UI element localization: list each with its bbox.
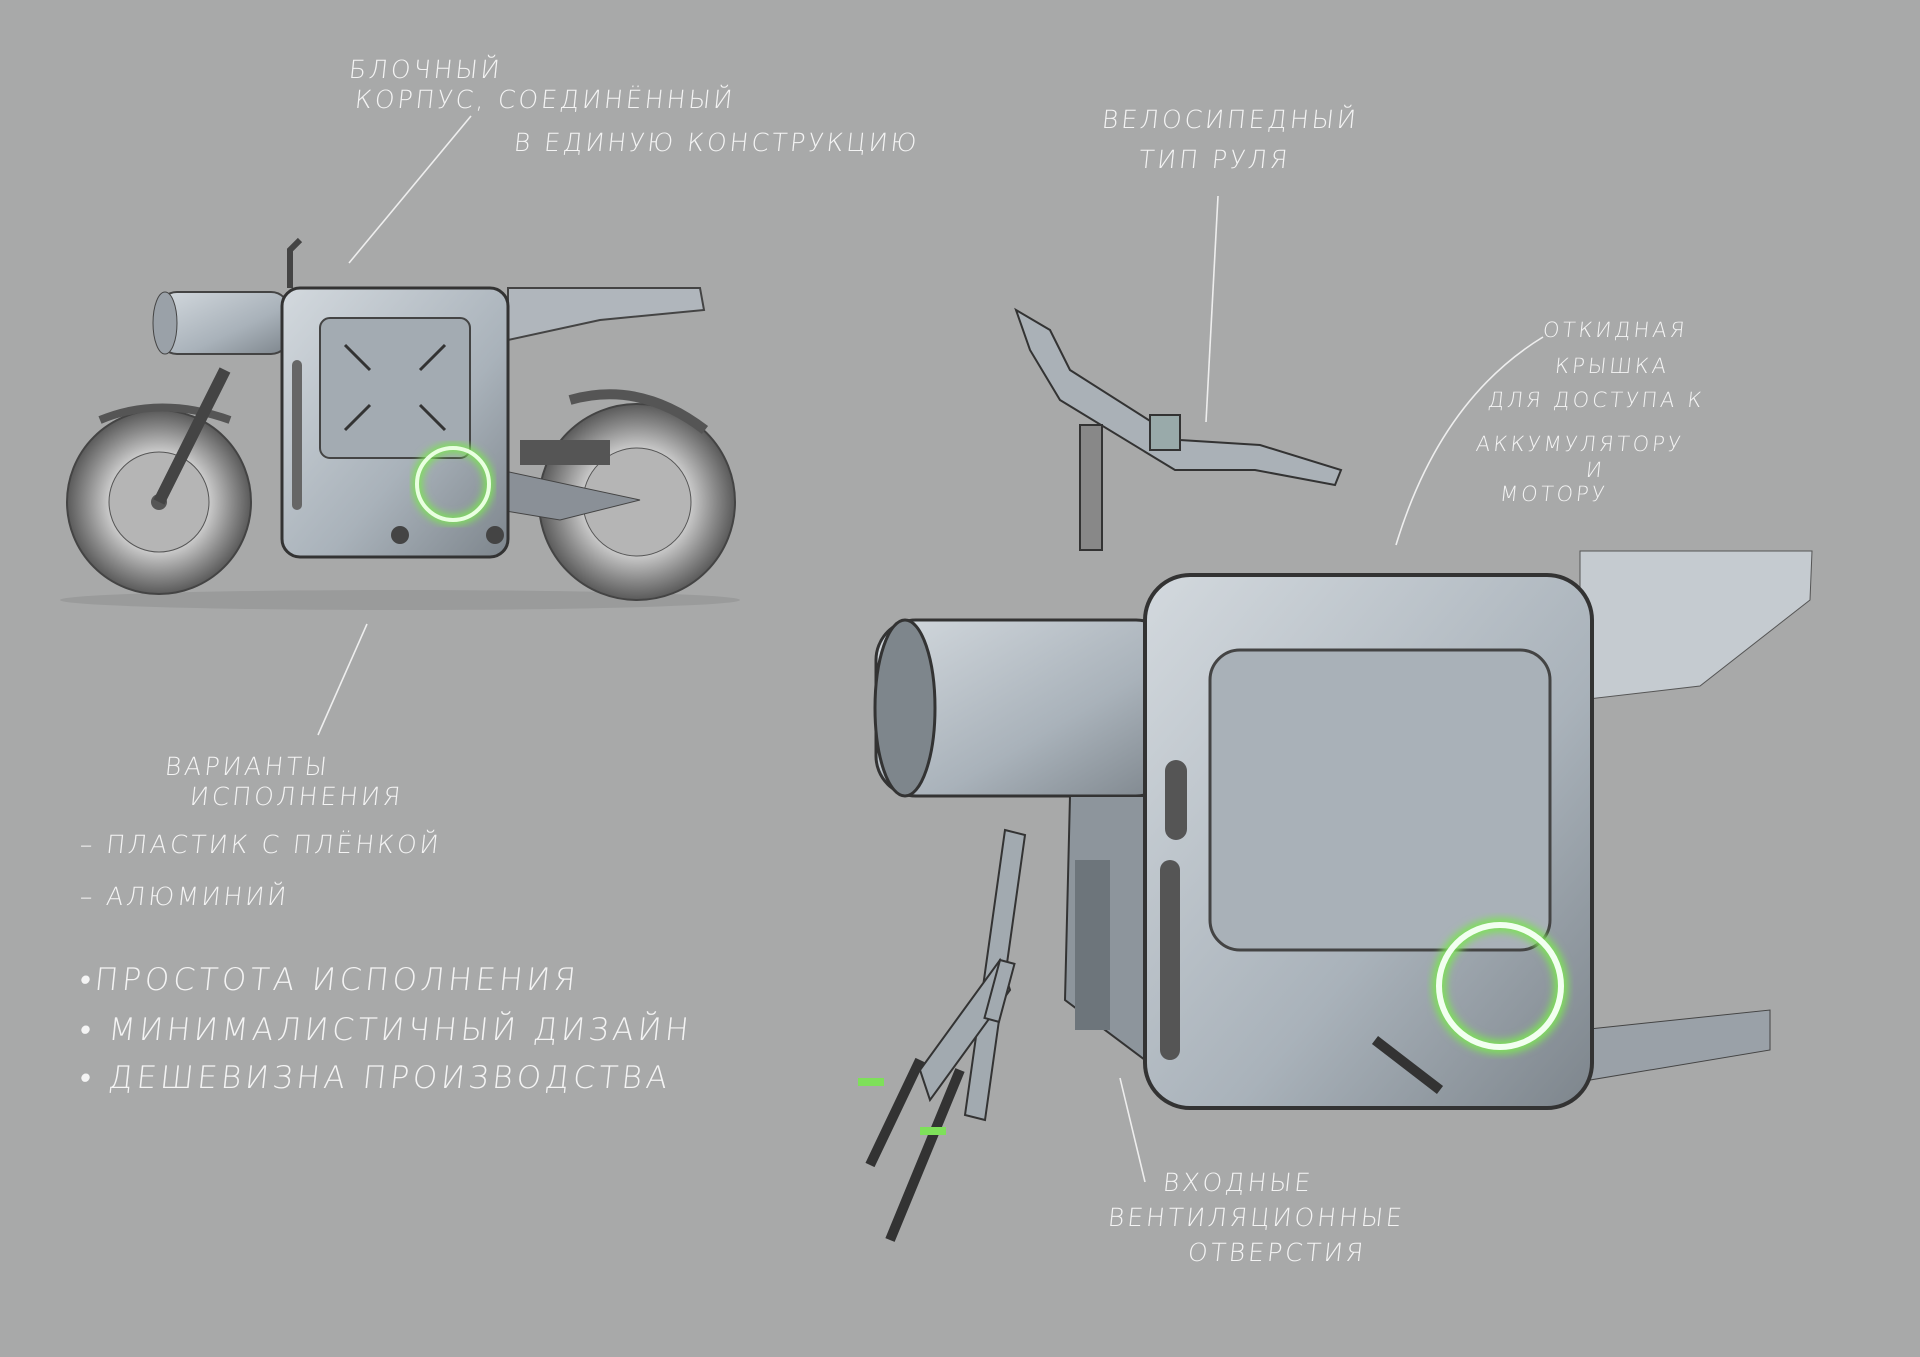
advantage-cheap-production: • Дешевизна производства (78, 1060, 674, 1096)
small-motorcycle-side-view (60, 237, 740, 610)
lid-panel (1208, 648, 1552, 952)
green-ring (415, 446, 491, 522)
large-body-perspective (873, 550, 1813, 1110)
variant-item-plastic: – пластик с плёнкой (78, 830, 444, 859)
front-fork-sketch (858, 828, 1027, 1242)
leader-vents (1119, 1077, 1146, 1183)
vent-slot (1160, 860, 1180, 1060)
note-lid-line1: Откидная (1541, 318, 1689, 342)
note-body-line2: корпус, соединённый (353, 85, 737, 114)
note-handlebar-line1: Велосипедный (1100, 105, 1361, 134)
note-vents-line1: Входные (1161, 1168, 1315, 1197)
note-lid-line4: аккумулятору (1474, 432, 1685, 456)
leader-lines (317, 115, 1544, 1183)
leader-lid (1395, 336, 1544, 546)
advantage-minimal-design: • Минималистичный дизайн (78, 1012, 695, 1048)
note-lid-line3: для доступа к (1486, 388, 1706, 412)
variant-item-aluminium: – алюминий (78, 882, 291, 911)
leader-variants (317, 623, 368, 736)
note-body-line1: Блочный (347, 55, 505, 84)
note-handlebar-line2: тип руля (1137, 145, 1292, 174)
note-lid-line5: и (1584, 458, 1607, 482)
variants-title-line1: Варианты (163, 752, 332, 781)
variants-title-line2: исполнения (188, 782, 405, 811)
note-vents-line3: отверстия (1186, 1238, 1368, 1267)
note-vents-line2: вентиляционные (1106, 1203, 1407, 1232)
front-cylinder (158, 291, 290, 355)
green-ring-large (1436, 922, 1564, 1050)
note-body-line3: в единую конструкцию (512, 128, 921, 157)
leader-handlebar (1205, 195, 1219, 423)
advantage-simplicity: •Простота исполнения (78, 962, 582, 998)
note-lid-line6: мотору (1498, 482, 1609, 506)
handlebar-sketch (1014, 307, 1343, 551)
note-lid-line2: крышка (1553, 354, 1671, 378)
leader-body (348, 115, 472, 264)
